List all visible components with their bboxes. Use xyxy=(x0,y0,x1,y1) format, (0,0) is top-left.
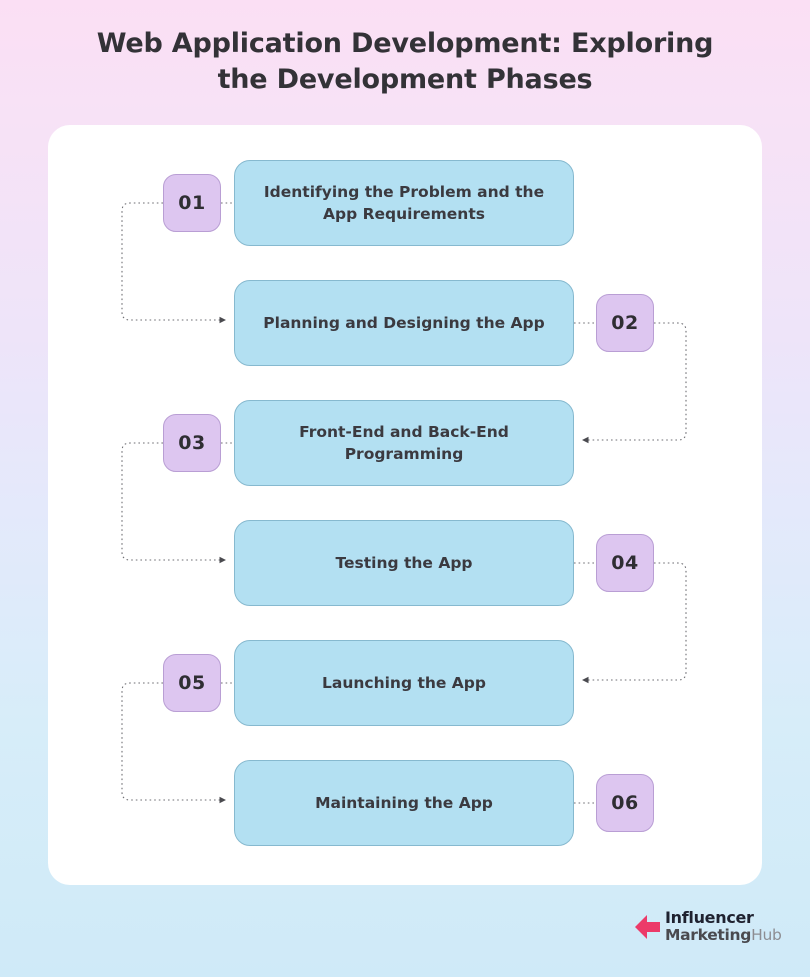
left-arrow-icon xyxy=(635,915,660,939)
step-number: 02 xyxy=(611,312,639,334)
step-box-02[interactable]: Planning and Designing the App xyxy=(234,280,574,366)
step-box-03[interactable]: Front-End and Back-End Programming xyxy=(234,400,574,486)
step-number: 04 xyxy=(611,552,639,574)
step-label: Identifying the Problem and the App Requ… xyxy=(263,183,545,223)
process-flow: 01 Identifying the Problem and the App R… xyxy=(48,125,762,885)
step-box-04[interactable]: Testing the App xyxy=(234,520,574,606)
step-label: Front-End and Back-End Programming xyxy=(299,423,509,463)
step-row: 02 Planning and Designing the App xyxy=(48,280,762,366)
step-badge-06[interactable]: 06 xyxy=(596,774,654,832)
step-badge-04[interactable]: 04 xyxy=(596,534,654,592)
step-row: 05 Launching the App xyxy=(48,640,762,726)
step-number: 06 xyxy=(611,792,639,814)
connector-04-05 xyxy=(582,562,687,684)
logo-hub: Hub xyxy=(751,926,782,945)
step-box-05[interactable]: Launching the App xyxy=(234,640,574,726)
connector-03-04 xyxy=(121,442,226,564)
brand-logo[interactable]: Influencer MarketingHub xyxy=(634,903,784,951)
step-label: Maintaining the App xyxy=(315,794,493,812)
step-badge-02[interactable]: 02 xyxy=(596,294,654,352)
step-badge-01[interactable]: 01 xyxy=(163,174,221,232)
step-row: 06 Maintaining the App xyxy=(48,760,762,846)
step-label: Launching the App xyxy=(321,674,486,692)
step-label: Planning and Designing the App xyxy=(263,314,545,332)
connector-05-06 xyxy=(121,682,226,804)
connector-02-03 xyxy=(582,322,687,444)
step-box-01[interactable]: Identifying the Problem and the App Requ… xyxy=(234,160,574,246)
step-row: 03 Front-End and Back-End Programming xyxy=(48,400,762,486)
step-number: 03 xyxy=(178,432,206,454)
step-row: 04 Testing the App xyxy=(48,520,762,606)
connector-01-02 xyxy=(121,202,226,324)
step-number: 01 xyxy=(178,192,206,214)
logo-line-influencer: Influencer xyxy=(665,908,754,928)
step-badge-03[interactable]: 03 xyxy=(163,414,221,472)
step-badge-05[interactable]: 05 xyxy=(163,654,221,712)
page-title: Web Application Development: Exploring t… xyxy=(96,28,714,95)
step-row: 01 Identifying the Problem and the App R… xyxy=(48,160,762,246)
step-number: 05 xyxy=(178,672,206,694)
logo-wordmark: Influencer MarketingHub xyxy=(665,910,782,944)
logo-line-marketinghub: MarketingHub xyxy=(665,928,782,944)
step-box-06[interactable]: Maintaining the App xyxy=(234,760,574,846)
step-label: Testing the App xyxy=(335,554,473,572)
diagram-card: 01 Identifying the Problem and the App R… xyxy=(48,125,762,885)
logo-marketing: Marketing xyxy=(665,926,752,945)
page-title-container: Web Application Development: Exploring t… xyxy=(0,26,810,98)
connector-layer xyxy=(121,202,687,804)
